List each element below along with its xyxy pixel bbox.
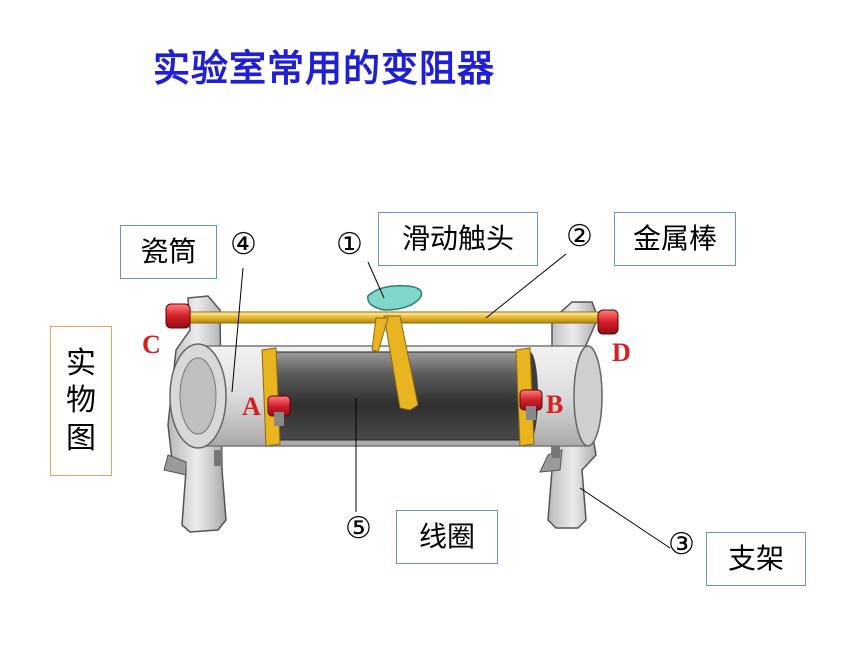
photo-label-char-1: 实 bbox=[66, 345, 96, 381]
slider-contact bbox=[367, 284, 423, 411]
number-1: ① bbox=[336, 227, 363, 262]
photo-label: 实 物 图 bbox=[50, 326, 112, 476]
terminal-b-label: B bbox=[546, 390, 564, 419]
slider-label: 滑动触头 bbox=[378, 212, 538, 266]
photo-label-char-2: 物 bbox=[66, 383, 96, 419]
photo-label-char-3: 图 bbox=[66, 420, 96, 456]
porcelain-tube-label: 瓷筒 bbox=[120, 225, 217, 279]
leader-lines bbox=[231, 253, 671, 549]
number-2: ② bbox=[566, 219, 593, 254]
terminal-c-label: C bbox=[142, 330, 161, 359]
metal-rod-label: 金属棒 bbox=[614, 212, 736, 266]
number-5: ⑤ bbox=[345, 511, 372, 546]
number-4: ④ bbox=[230, 227, 257, 262]
terminal-d-label: D bbox=[612, 338, 631, 367]
stand-label: 支架 bbox=[706, 532, 806, 586]
terminal-b bbox=[519, 389, 543, 420]
terminal-a bbox=[267, 395, 291, 426]
number-3: ③ bbox=[668, 527, 695, 562]
terminal-a-label: A bbox=[242, 392, 261, 421]
page-title: 实验室常用的变阻器 bbox=[153, 47, 495, 90]
coil-label: 线圈 bbox=[396, 510, 498, 564]
